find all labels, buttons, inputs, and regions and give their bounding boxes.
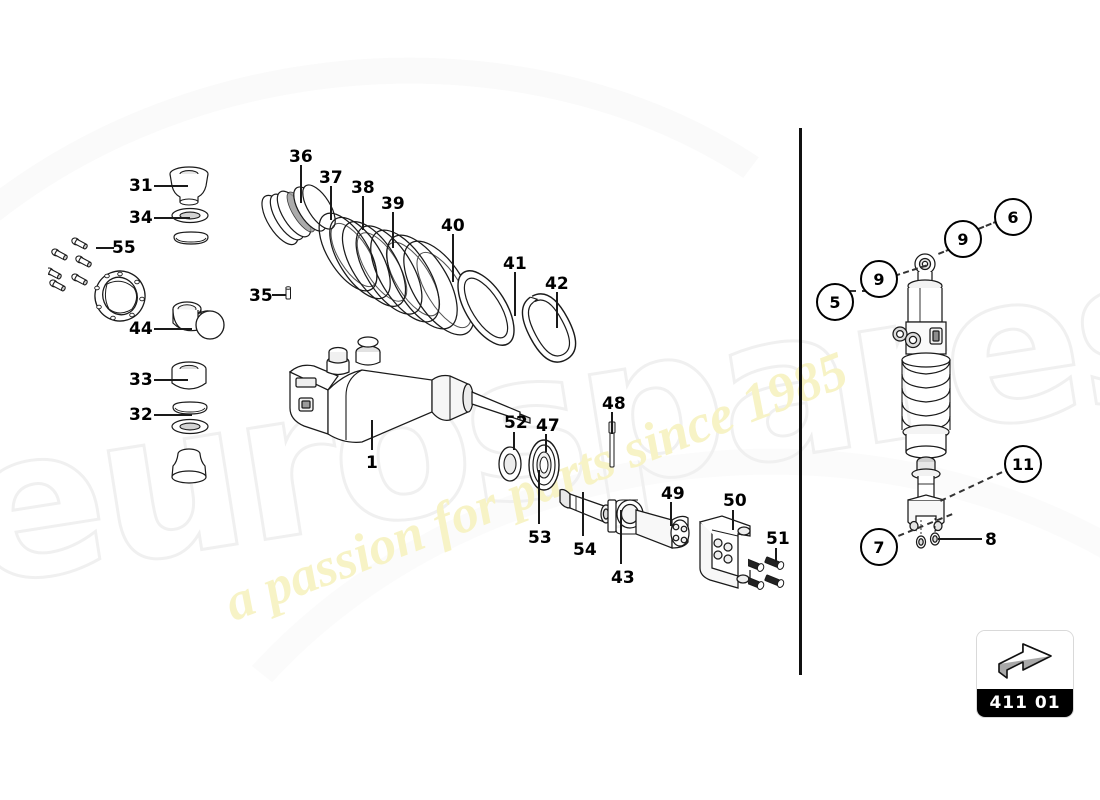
part-flange-plate [92, 268, 148, 324]
part-52-washer [494, 444, 526, 484]
label-34: 34 [129, 208, 153, 228]
part-38-39-40-coil-spring [318, 200, 538, 380]
label-44: 44 [129, 319, 153, 339]
part-32-snap-ring [170, 400, 210, 416]
label-50: 50 [723, 491, 747, 511]
reference-badge[interactable]: 411 01 [976, 630, 1074, 718]
label-37: 37 [319, 168, 343, 188]
part-51-bolt-set [748, 554, 794, 600]
label-35: 35 [249, 286, 273, 306]
label-48: 48 [602, 394, 626, 414]
label-33: 33 [129, 370, 153, 390]
leader-47 [545, 434, 547, 452]
label-55: 55 [112, 238, 136, 258]
leader-32 [154, 414, 192, 416]
part-44-bump-stop [170, 298, 226, 344]
leader-39 [392, 212, 394, 248]
label-1: 1 [366, 453, 378, 473]
part-1-damper-body [282, 330, 532, 475]
leader-31 [154, 185, 188, 187]
leader-34 [154, 217, 190, 219]
bent-arrow-icon [998, 643, 1052, 679]
label-53: 53 [528, 528, 552, 548]
callout-5[interactable]: 5 [816, 283, 854, 321]
leader-1 [371, 420, 373, 450]
leader-37 [330, 186, 332, 220]
badge-code: 411 01 [977, 689, 1073, 717]
badge-icon-area [977, 631, 1073, 689]
part-lower-o-ring [170, 418, 210, 435]
leader-51 [775, 548, 777, 562]
leader-40 [452, 234, 454, 282]
part-55-bolt-set [48, 234, 114, 300]
leader-33 [154, 379, 188, 381]
label-36: 36 [289, 147, 313, 167]
part-33-spacer-ring [168, 361, 210, 393]
callout-9b[interactable]: 9 [944, 220, 982, 258]
part-49-connector-housing [632, 500, 696, 554]
label-47: 47 [536, 416, 560, 436]
leader-48 [611, 412, 613, 434]
callout-11[interactable]: 11 [1004, 445, 1042, 483]
label-40: 40 [441, 216, 465, 236]
label-52: 52 [504, 413, 528, 433]
section-divider [799, 128, 802, 675]
part-34-retaining-ring [172, 230, 210, 246]
assembled-shock-absorber [880, 250, 990, 550]
dash-5-9 [850, 290, 868, 292]
leader-54 [582, 492, 584, 536]
leader-43 [620, 510, 622, 564]
leader-8 [938, 538, 982, 540]
part-34-o-ring [170, 207, 210, 224]
label-38: 38 [351, 178, 375, 198]
leader-53 [538, 470, 540, 524]
label-49: 49 [661, 484, 685, 504]
callout-7[interactable]: 7 [860, 528, 898, 566]
leader-52 [513, 432, 515, 450]
label-8: 8 [985, 530, 997, 550]
leader-41 [514, 272, 516, 316]
leader-42 [556, 292, 558, 328]
label-51: 51 [766, 529, 790, 549]
label-32: 32 [129, 405, 153, 425]
leader-50 [732, 510, 734, 530]
label-39: 39 [381, 194, 405, 214]
leader-49 [670, 502, 672, 526]
label-31: 31 [129, 176, 153, 196]
label-54: 54 [573, 540, 597, 560]
part-35-pin [283, 285, 293, 301]
part-lower-bushing-cap [166, 444, 212, 486]
label-41: 41 [503, 254, 527, 274]
callout-6[interactable]: 6 [994, 198, 1032, 236]
part-36-37-spring-seat [256, 176, 376, 296]
leader-35 [272, 294, 286, 296]
label-42: 42 [545, 274, 569, 294]
callout-9a[interactable]: 9 [860, 260, 898, 298]
leader-36 [300, 165, 302, 203]
leader-55 [96, 247, 114, 249]
leader-44 [154, 328, 192, 330]
leader-38 [362, 196, 364, 230]
label-43: 43 [611, 568, 635, 588]
part-31-bushing-cap [166, 166, 212, 206]
